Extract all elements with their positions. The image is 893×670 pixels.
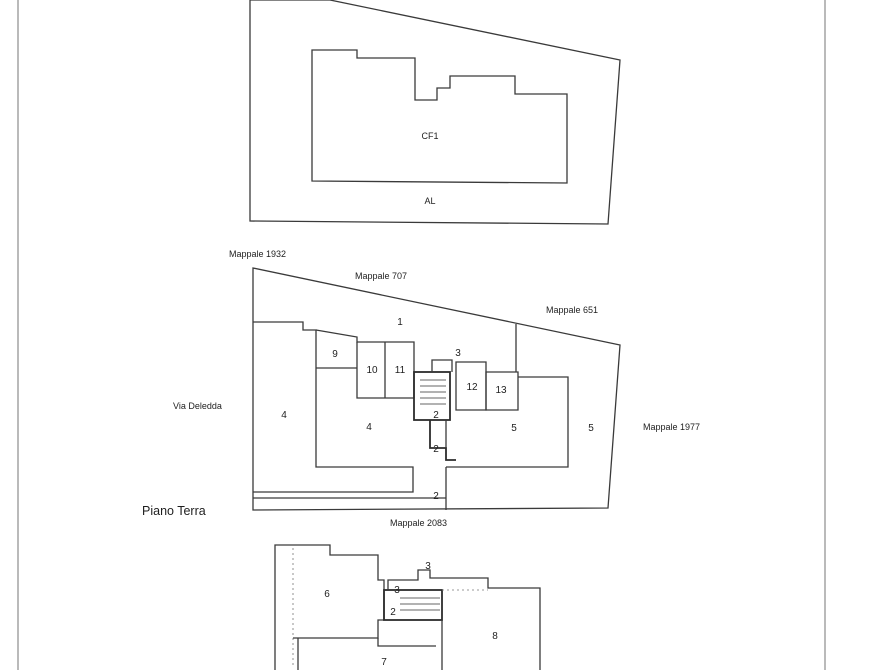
unit-4-core-label: 4	[366, 422, 372, 433]
unit-11-label: 11	[395, 365, 406, 376]
label-mappale-1977: Mappale 1977	[643, 422, 700, 432]
wall-west-block	[253, 321, 414, 493]
unit-5-east-label: 5	[588, 423, 594, 434]
lower-unit-3a-label: 3	[425, 561, 431, 572]
stair-block	[413, 371, 451, 421]
wall-core-north	[315, 329, 415, 398]
cf1-label: CF1	[421, 131, 438, 141]
label-mappale-2083: Mappale 2083	[390, 518, 447, 528]
label-mappale-707: Mappale 707	[355, 271, 407, 281]
lower-unit-2-label: 2	[390, 607, 396, 618]
unit-2-corridor-label: 2	[433, 444, 439, 455]
lower-wall-6	[293, 619, 384, 639]
label-mappale-1932: Mappale 1932	[229, 249, 286, 259]
lower-wall-7-north	[377, 638, 436, 647]
unit-1-label: 1	[397, 317, 403, 328]
cf1-building-outline	[311, 49, 568, 184]
ground-lot-boundary	[252, 267, 621, 511]
plan-title-piano-terra: Piano Terra	[142, 504, 206, 518]
lower-stair-block	[383, 589, 443, 621]
lower-unit-6-label: 6	[324, 589, 330, 600]
lower-wall-3	[387, 569, 541, 670]
unit-10-label: 10	[366, 365, 378, 376]
lower-outline-west	[274, 544, 385, 670]
lower-floor-plan: 3 3 6 2 8 7	[274, 544, 541, 670]
top-lot-boundary	[249, 0, 621, 225]
ground-floor-plan: Mappale 1932 Mappale 707 Mappale 651 Via…	[142, 249, 700, 528]
top-block: CF1 AL	[249, 0, 621, 225]
lower-unit-7-label: 7	[381, 657, 387, 668]
al-label: AL	[424, 196, 435, 206]
label-mappale-651: Mappale 651	[546, 305, 598, 315]
wall-unit-3	[431, 359, 453, 372]
unit-9-label: 9	[332, 349, 338, 360]
unit-2-stair-label: 2	[433, 410, 439, 421]
unit-2-passage-label: 2	[433, 491, 439, 502]
unit-5-west-label: 5	[511, 423, 517, 434]
unit-13-label: 13	[495, 385, 507, 396]
label-via-deledda: Via Deledda	[173, 401, 222, 411]
unit-3-label: 3	[455, 348, 461, 359]
unit-13-outline	[485, 371, 519, 411]
unit-4-west-label: 4	[281, 410, 287, 421]
unit-12-label: 12	[466, 382, 478, 393]
wall-unit-5	[446, 376, 569, 468]
lower-unit-3b-label: 3	[394, 585, 400, 596]
wall-room-10	[356, 342, 414, 399]
lower-unit-8-label: 8	[492, 631, 498, 642]
